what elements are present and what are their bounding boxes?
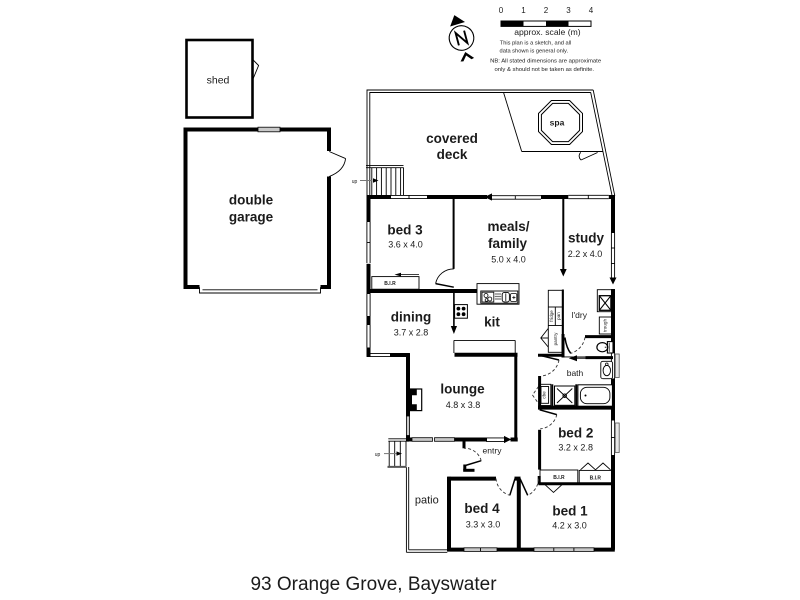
svg-text:2.2 x 4.0: 2.2 x 4.0 xyxy=(568,249,603,259)
svg-text:trough: trough xyxy=(602,319,607,332)
svg-text:family: family xyxy=(488,236,528,251)
svg-text:l'dry: l'dry xyxy=(572,310,588,320)
svg-text:3: 3 xyxy=(566,6,571,15)
svg-text:bed 4: bed 4 xyxy=(464,501,500,516)
svg-text:meals/: meals/ xyxy=(487,219,529,234)
svg-text:B.I.R: B.I.R xyxy=(384,281,396,287)
svg-text:deck: deck xyxy=(437,147,468,162)
svg-text:bed 3: bed 3 xyxy=(387,223,423,238)
svg-text:1: 1 xyxy=(521,6,526,15)
svg-text:B.I.R: B.I.R xyxy=(553,475,565,481)
svg-text:NB: All stated dimensions are: NB: All stated dimensions are approximat… xyxy=(490,59,602,65)
svg-text:bath: bath xyxy=(567,368,584,378)
svg-text:3.6 x 4.0: 3.6 x 4.0 xyxy=(388,240,423,250)
svg-text:3.7 x 2.8: 3.7 x 2.8 xyxy=(394,327,429,337)
svg-text:pan: pan xyxy=(556,312,561,320)
svg-text:93 Orange Grove, Bayswater: 93 Orange Grove, Bayswater xyxy=(250,574,497,595)
svg-text:2: 2 xyxy=(544,6,549,15)
svg-text:entry: entry xyxy=(483,445,503,455)
svg-text:B.I.R: B.I.R xyxy=(590,476,602,482)
svg-text:covered: covered xyxy=(426,131,478,146)
svg-text:4.2 x 3.0: 4.2 x 3.0 xyxy=(552,521,587,531)
svg-text:garage: garage xyxy=(229,210,274,225)
svg-text:kit: kit xyxy=(484,315,500,330)
svg-text:bed 2: bed 2 xyxy=(558,426,593,441)
svg-text:cbe: cbe xyxy=(541,391,546,399)
svg-text:fridge: fridge xyxy=(549,310,554,322)
svg-text:dining: dining xyxy=(391,310,432,325)
svg-text:up: up xyxy=(352,179,358,185)
svg-text:4.8 x 3.8: 4.8 x 3.8 xyxy=(446,400,481,410)
svg-text:pantry: pantry xyxy=(553,332,558,345)
svg-text:3.3 x 3.0: 3.3 x 3.0 xyxy=(466,520,501,530)
svg-text:shed: shed xyxy=(207,75,230,87)
svg-text:3.2 x 2.8: 3.2 x 2.8 xyxy=(558,443,593,453)
svg-text:spa: spa xyxy=(550,118,565,128)
svg-text:4: 4 xyxy=(589,6,594,15)
svg-text:5.0 x 4.0: 5.0 x 4.0 xyxy=(491,255,526,265)
svg-text:This plan is a sketch, and all: This plan is a sketch, and all xyxy=(500,40,571,46)
svg-text:patio: patio xyxy=(415,494,439,506)
svg-text:only & should not be taken as: only & should not be taken as definite. xyxy=(495,67,595,73)
svg-text:lounge: lounge xyxy=(440,381,485,396)
svg-text:study: study xyxy=(568,231,604,246)
svg-text:double: double xyxy=(229,193,274,208)
svg-text:approx. scale (m): approx. scale (m) xyxy=(514,27,581,37)
svg-text:data shown is general only.: data shown is general only. xyxy=(500,49,569,55)
svg-text:up: up xyxy=(375,452,381,458)
svg-text:bed 1: bed 1 xyxy=(552,504,588,519)
svg-text:0: 0 xyxy=(499,6,504,15)
